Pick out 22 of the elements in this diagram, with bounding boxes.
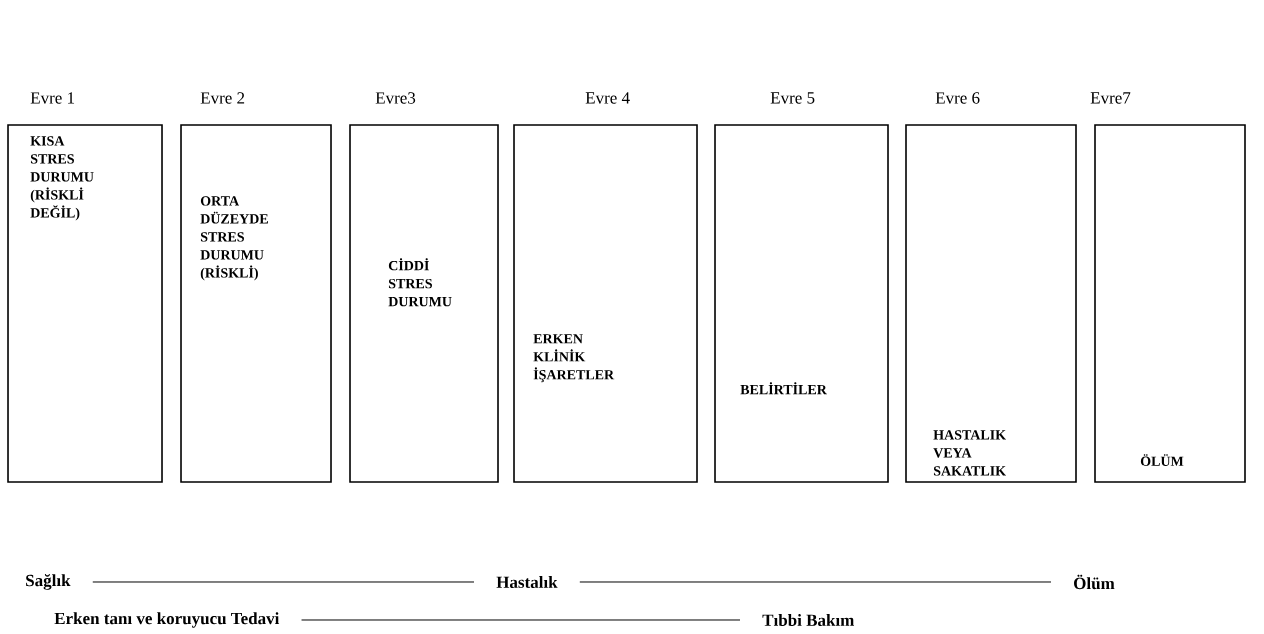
stage-description: CİDDİ STRES DURUMU: [388, 258, 452, 307]
stage-heading: Evre 2: [200, 92, 245, 104]
stage-heading: Evre 5: [770, 92, 815, 104]
stage-heading: Evre3: [375, 92, 416, 104]
connecting-line: [301, 619, 741, 621]
scale-label: Erken tanı ve koruyucu Tedavi: [54, 612, 280, 628]
stage-description: ERKEN KLİNİK İŞARETLER: [533, 334, 615, 383]
stage-description: KISA STRES DURUMU (RİSKLİ DEĞİL): [30, 136, 94, 221]
stage-heading: Evre 6: [935, 92, 980, 104]
stage-heading: Evre7: [1090, 92, 1131, 104]
stage-description: ÖLÜM: [1140, 454, 1184, 466]
scale-label: Hastalık: [496, 576, 558, 588]
stage-description: ORTA DÜZEYDE STRES DURUMU (RİSKLİ): [200, 196, 268, 281]
stage-heading: Evre 1: [30, 92, 75, 104]
stage-description: BELİRTİLER: [740, 382, 827, 395]
stage-description: HASTALIK VEYA SAKATLIK: [933, 430, 1006, 476]
connecting-line: [579, 581, 1052, 583]
connecting-line: [92, 581, 475, 583]
scale-label: Ölüm: [1074, 574, 1115, 590]
scale-label: Sağlık: [26, 574, 71, 590]
scale-label: Tıbbi Bakım: [762, 614, 855, 626]
stage-heading: Evre 4: [585, 92, 630, 104]
